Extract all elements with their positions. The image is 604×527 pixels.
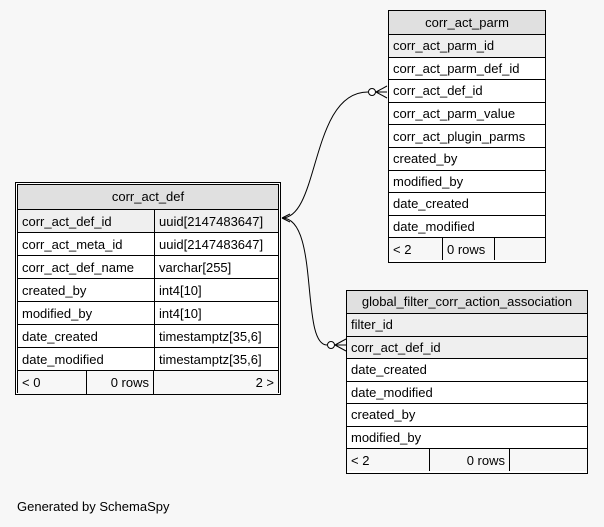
column-name: corr_act_def_id <box>22 213 112 229</box>
column-row[interactable]: corr_act_parm_def_id <box>389 58 545 81</box>
column-row[interactable]: corr_act_plugin_parms <box>389 125 545 148</box>
column-name: corr_act_parm_id <box>393 38 495 54</box>
crow-foot-icon <box>375 85 388 99</box>
column-name: corr_act_plugin_parms <box>393 128 526 144</box>
column-name: modified_by <box>393 173 464 189</box>
column-row[interactable]: created_by <box>347 404 587 427</box>
column-row[interactable]: corr_act_meta_id uuid[2147483647] <box>18 233 278 256</box>
children-count <box>494 238 545 261</box>
edge-corr-act-def-to-corr-act-parm <box>281 91 369 219</box>
row-count: 0 rows <box>429 449 509 471</box>
column-row[interactable]: corr_act_def_id uuid[2147483647] <box>18 210 278 233</box>
column-name: date_created <box>22 328 98 344</box>
column-name: corr_act_parm_def_id <box>393 60 520 76</box>
column-name: corr_act_def_id <box>351 339 441 355</box>
crow-foot-icon <box>334 338 347 352</box>
column-row[interactable]: modified_by <box>389 171 545 194</box>
column-name: corr_act_def_name <box>22 259 135 275</box>
generated-by-credit: Generated by SchemaSpy <box>17 499 170 514</box>
column-row[interactable]: created_by int4[10] <box>18 279 278 302</box>
table-footer: < 0 0 rows 2 > <box>18 371 278 394</box>
parents-count: < 0 <box>22 375 41 390</box>
column-name: modified_by <box>22 305 93 321</box>
zero-many-marker <box>327 341 335 349</box>
column-row[interactable]: date_modified <box>389 216 545 239</box>
edge-corr-act-def-to-global-filter <box>281 217 328 346</box>
column-name: date_modified <box>393 219 475 235</box>
column-type: uuid[2147483647] <box>154 233 278 255</box>
column-row[interactable]: corr_act_parm_id <box>389 35 545 58</box>
column-name: date_modified <box>351 384 433 400</box>
column-type: timestamptz[35,6] <box>154 348 278 370</box>
table-global-filter-corr-action-association[interactable]: global_filter_corr_action_association fi… <box>346 290 588 474</box>
column-row[interactable]: corr_act_def_id <box>389 80 545 103</box>
column-name: corr_act_meta_id <box>22 236 123 252</box>
column-row[interactable]: date_created <box>389 193 545 216</box>
column-name: created_by <box>22 282 87 298</box>
column-row[interactable]: corr_act_parm_value <box>389 103 545 126</box>
column-row[interactable]: date_created <box>347 359 587 382</box>
column-row[interactable]: modified_by int4[10] <box>18 302 278 325</box>
column-name: date_created <box>393 196 469 212</box>
children-count <box>509 449 587 471</box>
table-footer: < 2 0 rows <box>389 238 545 261</box>
table-footer: < 2 0 rows <box>347 449 587 471</box>
column-name: corr_act_parm_value <box>393 106 516 122</box>
zero-many-marker <box>368 88 376 96</box>
column-name: corr_act_def_id <box>393 83 483 99</box>
column-name: date_created <box>351 362 427 378</box>
column-row[interactable]: date_modified <box>347 382 587 404</box>
parents-count: < 2 <box>351 452 370 468</box>
table-corr-act-def[interactable]: corr_act_def corr_act_def_id uuid[2147483… <box>15 182 281 395</box>
table-title: corr_act_def <box>18 185 278 210</box>
column-row[interactable]: date_created timestamptz[35,6] <box>18 325 278 348</box>
row-count: 0 rows <box>86 371 153 394</box>
parents-count: < 2 <box>393 241 412 257</box>
crow-foot-icon <box>281 213 291 223</box>
column-name: modified_by <box>351 429 422 445</box>
column-name: created_by <box>393 151 458 167</box>
column-row[interactable]: created_by <box>389 148 545 171</box>
column-name: date_modified <box>22 351 104 367</box>
column-row[interactable]: filter_id <box>347 314 587 337</box>
table-title: global_filter_corr_action_association <box>347 291 587 314</box>
column-type: varchar[255] <box>154 256 278 278</box>
column-type: int4[10] <box>154 302 278 324</box>
table-title: corr_act_parm <box>389 11 545 35</box>
column-row[interactable]: modified_by <box>347 427 587 449</box>
children-count: 2 > <box>153 371 278 394</box>
table-corr-act-parm[interactable]: corr_act_parm corr_act_parm_id corr_act_p… <box>388 10 546 263</box>
column-row[interactable]: corr_act_def_name varchar[255] <box>18 256 278 279</box>
column-row[interactable]: date_modified timestamptz[35,6] <box>18 348 278 371</box>
column-name: created_by <box>351 407 416 423</box>
column-row[interactable]: corr_act_def_id <box>347 336 587 359</box>
column-name: filter_id <box>351 317 393 333</box>
row-count: 0 rows <box>442 238 494 261</box>
column-type: timestamptz[35,6] <box>154 325 278 347</box>
column-type: int4[10] <box>154 279 278 301</box>
column-type: uuid[2147483647] <box>154 210 278 232</box>
